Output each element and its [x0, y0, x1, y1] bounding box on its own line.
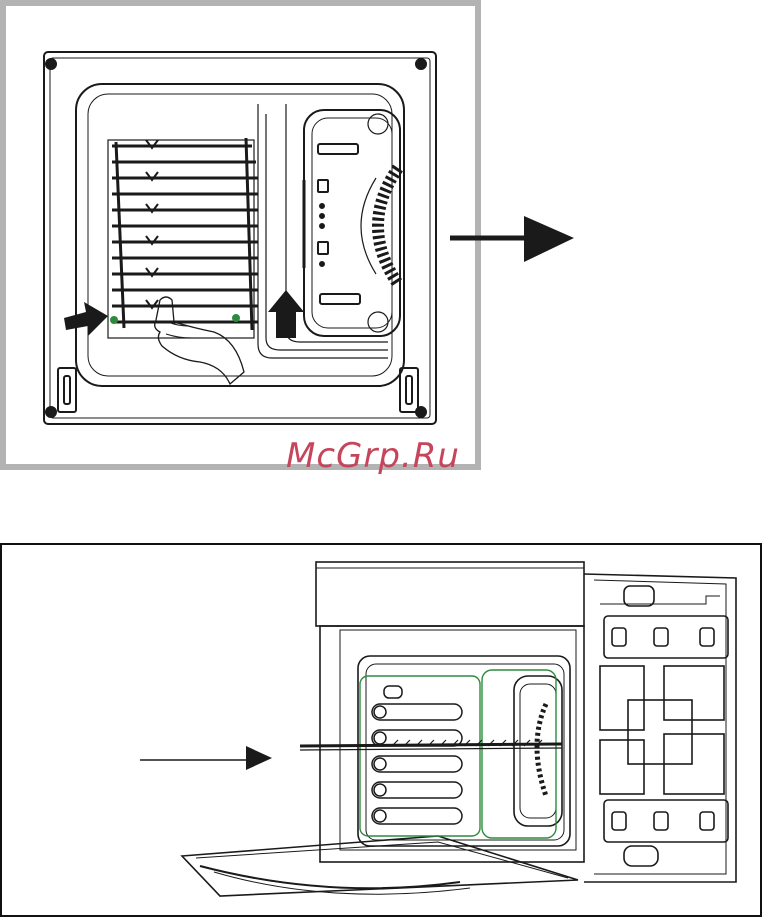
- shelf-pointer-arrow: [140, 746, 272, 770]
